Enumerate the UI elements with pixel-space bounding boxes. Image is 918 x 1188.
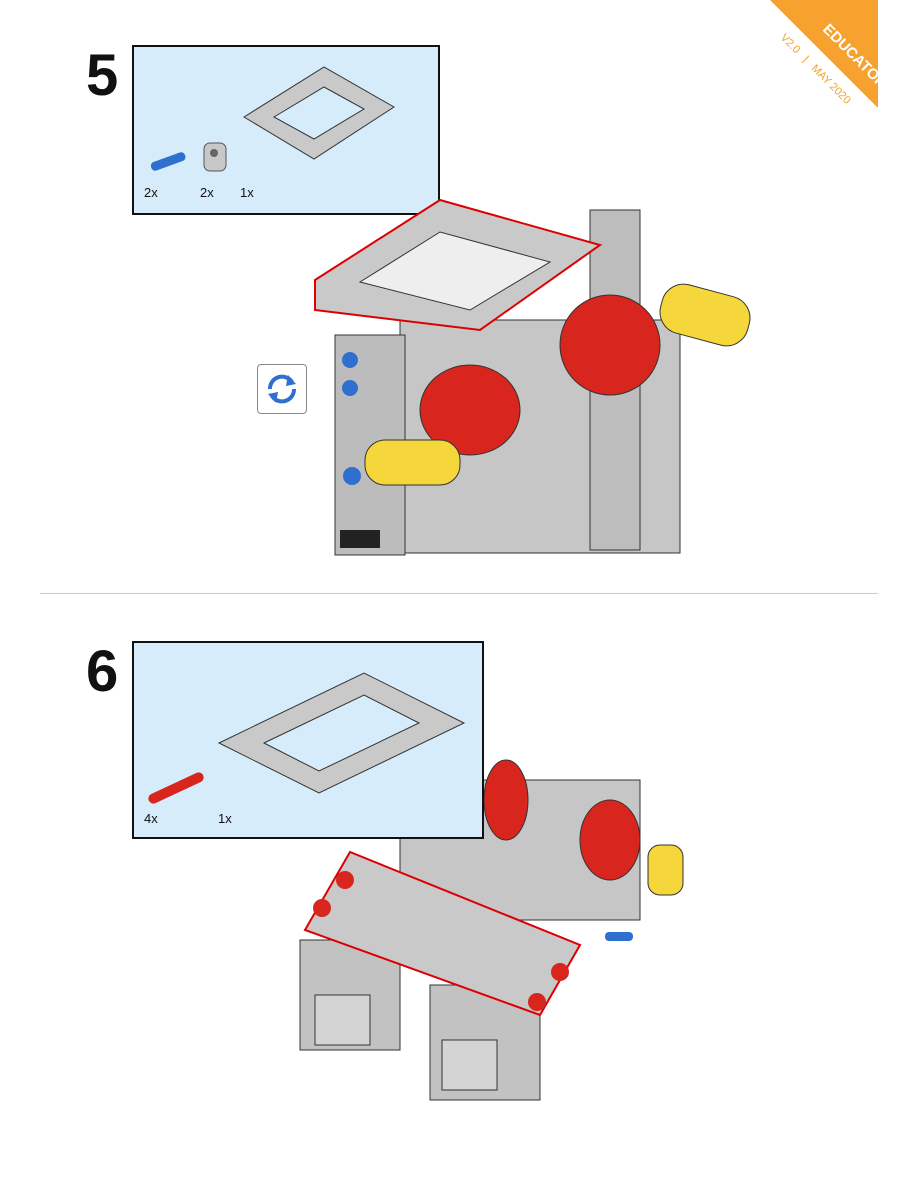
parts-callout: 2x 2x 1x [132, 45, 440, 215]
red-pin-part [148, 772, 204, 804]
frame-part [217, 672, 466, 794]
part-qty: 2x [144, 185, 158, 200]
frame-part [243, 66, 395, 160]
part-qty: 4x [144, 811, 158, 826]
gray-connector-part [203, 142, 227, 172]
parts-illustration [150, 66, 395, 172]
parts-illustration [148, 672, 466, 804]
step5-model [314, 198, 751, 556]
rotate-model-icon [267, 374, 297, 404]
step-divider [40, 593, 878, 594]
blue-pin-part [150, 152, 186, 171]
step-number: 6 [86, 639, 119, 704]
part-qty: 1x [218, 811, 232, 826]
part-qty: 2x [200, 185, 214, 200]
rotate-model-button [257, 364, 307, 414]
step-number: 5 [86, 43, 119, 108]
part-qty: 1x [240, 185, 254, 200]
parts-callout: 4x 1x [132, 641, 484, 839]
